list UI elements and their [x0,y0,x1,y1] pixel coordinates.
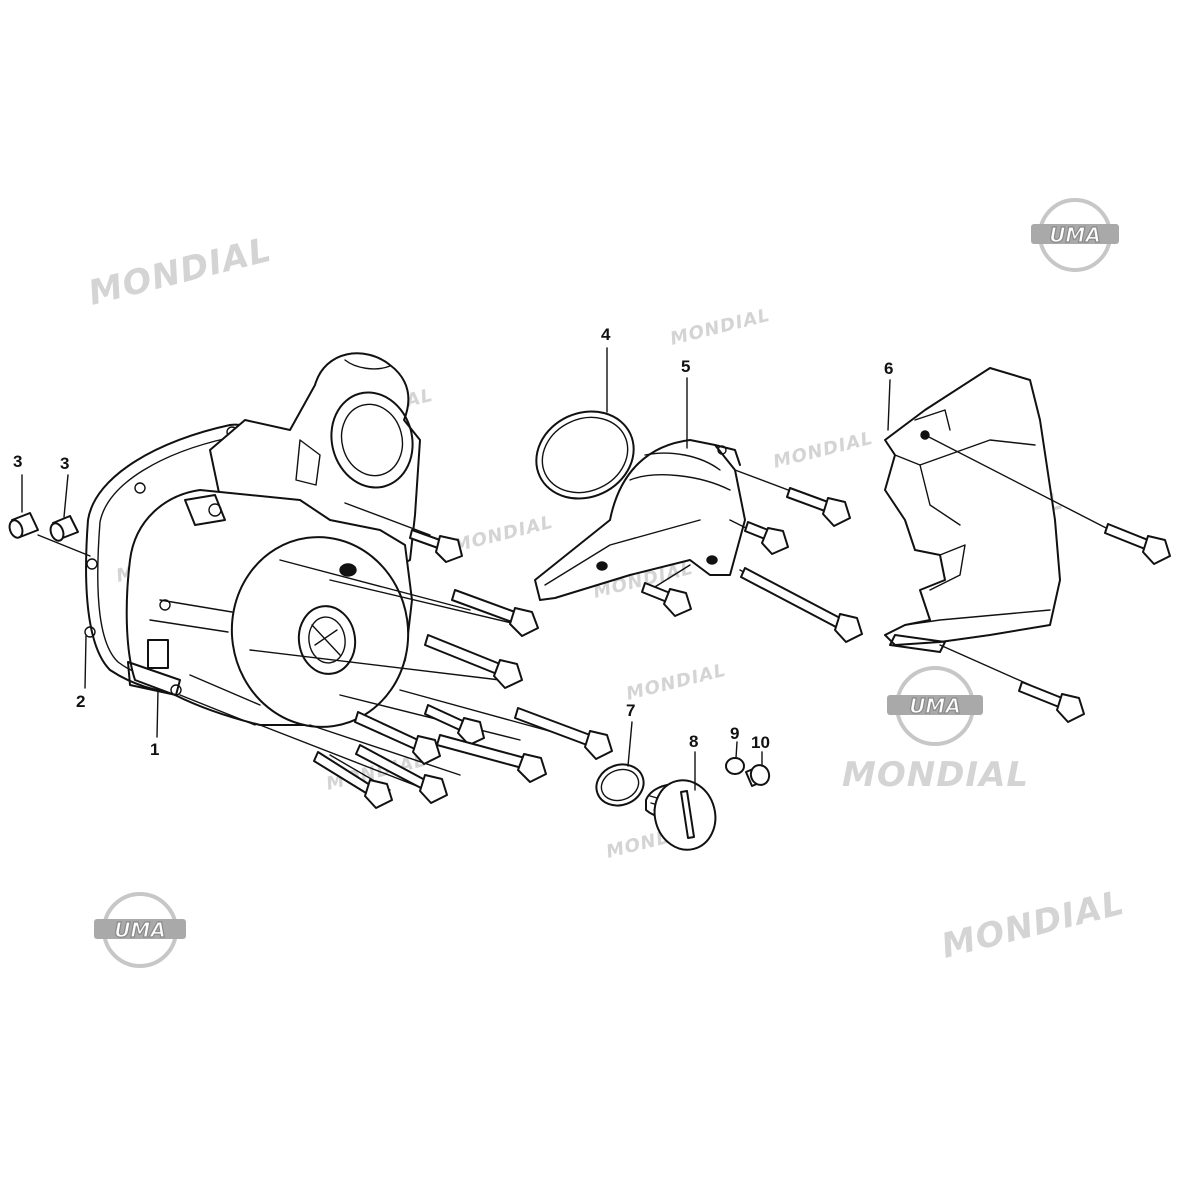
sprocket-cover-bracket [534,439,746,601]
callout-4: 4 [601,325,611,344]
svg-text:UMA: UMA [114,918,166,942]
callout-8: 8 [689,732,698,751]
bolt-group [249,502,613,809]
callout-10: 10 [751,733,770,752]
callout-labels: 3 3 2 1 4 5 6 7 8 9 10 [13,325,893,759]
watermark-mondial: MONDIAL [668,305,772,350]
callout-7: 7 [626,701,635,720]
callout-5: 5 [681,357,690,376]
uma-logo: UMA [1031,198,1119,272]
o-ring-small [595,763,645,807]
callout-3: 3 [60,454,69,473]
watermark-mondial: MONDIAL [624,660,728,705]
pin-guide-line [37,534,91,557]
callout-3: 3 [13,452,22,471]
watermark-mondial: MONDIAL [771,428,875,473]
callout-9: 9 [730,724,739,743]
o-ring-tiny [725,757,745,775]
svg-text:UMA: UMA [1049,223,1101,247]
svg-text:UMA: UMA [909,694,961,718]
uma-logo: UMA [887,666,983,746]
leader-lines [21,347,891,791]
uma-logo: UMA [94,892,186,968]
callout-6: 6 [884,359,893,378]
dowel-pin [8,512,39,539]
dowel-pin [49,515,79,542]
callout-1: 1 [150,740,159,759]
callout-2: 2 [76,692,85,711]
watermark-mondial: MONDIAL [451,512,555,557]
watermark-mondial: MONDIAL [842,755,1029,795]
left-crankcase-cover [125,352,421,728]
bolt-group [924,434,1171,723]
front-sprocket-cover [884,367,1061,653]
o-ring-large [535,410,635,500]
timing-plug [745,764,771,787]
watermark-mondial: MONDIAL [85,230,276,314]
bolt-group [641,469,863,643]
inspection-plug [645,779,717,851]
watermark-mondial: MONDIAL [938,883,1129,967]
